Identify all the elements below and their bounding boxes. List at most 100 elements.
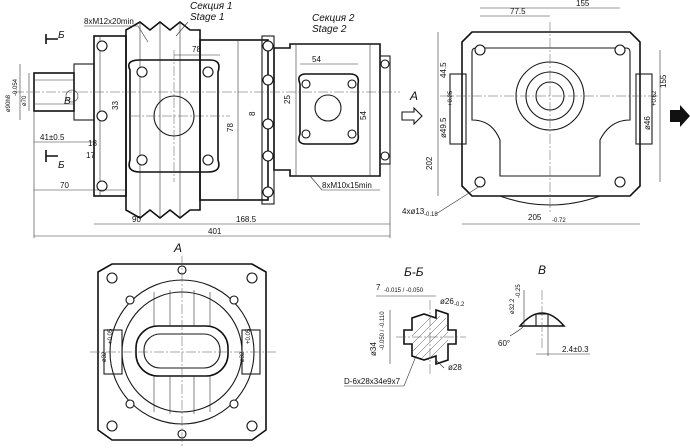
d78a-label: 78 bbox=[192, 45, 201, 54]
mount-hole-icon bbox=[614, 176, 626, 188]
chamfer-profile bbox=[518, 312, 566, 327]
bolt-icon bbox=[125, 399, 135, 409]
d41-label: 41±0.5 bbox=[40, 133, 65, 142]
rear-cap bbox=[379, 55, 391, 165]
bolt-icon bbox=[246, 272, 258, 284]
bolt-icon bbox=[136, 154, 148, 166]
section1-ru-label: Секция 1 bbox=[190, 1, 232, 12]
pump-side-view bbox=[14, 20, 400, 220]
d33-label: 33 bbox=[111, 101, 120, 110]
d8-label: 8 bbox=[248, 111, 257, 116]
stage1-port-flange bbox=[127, 59, 220, 173]
bolt-icon bbox=[202, 66, 214, 78]
bb-28-label: ø28 bbox=[448, 363, 462, 372]
bolt-icon bbox=[262, 40, 274, 52]
d78b-label: 78 bbox=[226, 123, 235, 132]
bb-34-tol-label: -0.050 / -0.110 bbox=[380, 311, 386, 350]
bb-34-label: ø34 bbox=[369, 342, 378, 356]
bb-26-label: ø26 bbox=[440, 297, 454, 306]
view-a: A ø32 +0.05 ø32 +0.05 bbox=[90, 241, 276, 446]
holes-tol-label: -0.18 bbox=[424, 212, 438, 218]
d401-label: 401 bbox=[208, 227, 222, 236]
section2-en-label: Stage 2 bbox=[312, 24, 347, 35]
detail-v: В ø32.2 -0.25 60° 2.4±0.3 bbox=[498, 263, 590, 356]
bolt-icon bbox=[262, 118, 274, 130]
flow-arrow-icon bbox=[670, 105, 690, 127]
d155top-label: 155 bbox=[576, 0, 590, 8]
detail-v-title: В bbox=[538, 263, 546, 277]
bolt-icon bbox=[380, 59, 390, 69]
d205-label: 205 bbox=[528, 213, 542, 222]
side-port-right bbox=[635, 73, 653, 145]
d17-label: 17 bbox=[86, 151, 95, 160]
d44-label: 44.5 bbox=[439, 62, 448, 78]
bolt-icon bbox=[229, 399, 239, 409]
bolt-icon bbox=[262, 186, 274, 198]
section-bb: Б-Б 7 -0.015 / -0.050 ø26 -0.2 ø34 -0.05… bbox=[344, 265, 466, 387]
v-60-label: 60° bbox=[498, 339, 510, 348]
stage2-housing bbox=[273, 43, 381, 177]
bolt-icon bbox=[229, 295, 239, 305]
v-32-label: ø32.2 bbox=[510, 298, 516, 314]
bolt-icon bbox=[347, 129, 357, 139]
d70len-label: 70 bbox=[60, 181, 69, 190]
flange-bolt-icon bbox=[96, 180, 108, 192]
mount-hole-icon bbox=[474, 176, 486, 188]
end-flange bbox=[461, 31, 641, 197]
d205-tol-label: -0.72 bbox=[552, 218, 566, 224]
spline-shaft-section bbox=[403, 308, 457, 366]
bolt-icon bbox=[246, 420, 258, 432]
bolt-icon bbox=[347, 79, 357, 89]
cut-b-top-label: Б bbox=[58, 30, 65, 41]
thread-bottom-label: 8xM10x15min bbox=[322, 181, 372, 190]
d32b-label: ø32 bbox=[240, 351, 246, 362]
d49-label: ø49.5 bbox=[439, 117, 448, 138]
bolt-icon bbox=[380, 151, 390, 161]
bolt-icon bbox=[125, 295, 135, 305]
holes-label: 4xø13 bbox=[402, 207, 425, 216]
d32b-tol-label: +0.05 bbox=[246, 328, 252, 344]
bolt-icon bbox=[106, 272, 118, 284]
bolt-icon bbox=[262, 74, 274, 86]
d168-label: 168.5 bbox=[236, 215, 257, 224]
section1-en-label: Stage 1 bbox=[190, 12, 224, 23]
d49-tol-label: +0.25 bbox=[448, 90, 454, 106]
bolt-icon bbox=[262, 150, 274, 162]
d25-label: 25 bbox=[283, 95, 292, 104]
bb-7-label: 7 bbox=[376, 283, 381, 292]
flange-bolt-icon bbox=[96, 110, 108, 122]
section-bb-title: Б-Б bbox=[404, 265, 424, 279]
bolt-icon bbox=[301, 79, 311, 89]
d18-label: 18 bbox=[88, 139, 97, 148]
stage2-port-flange bbox=[298, 73, 360, 145]
bb-7-tol-label: -0.015 / -0.050 bbox=[384, 288, 424, 294]
d77-label: 77.5 bbox=[510, 7, 526, 16]
view-a-arrow-icon bbox=[401, 106, 423, 126]
view-a-flange bbox=[97, 263, 267, 441]
v-32-tol-label: -0.25 bbox=[516, 284, 522, 298]
end-body-outline bbox=[471, 47, 631, 177]
d32a-tol-label: +0.05 bbox=[108, 328, 114, 344]
d46-tol-label: +0.62 bbox=[652, 90, 658, 106]
section2-ru-label: Секция 2 bbox=[312, 13, 355, 24]
end-view-annotations: 155 77.5 44.5 ø49.5 +0.25 202 ø46 +0.62 … bbox=[402, 0, 668, 225]
bb-26-tol-label: -0.2 bbox=[454, 302, 465, 308]
d54b-label: 54 bbox=[359, 111, 368, 120]
cut-b-bottom-label: Б bbox=[58, 160, 65, 171]
bb-spline-label: D-6x28x34e9x7 bbox=[344, 377, 401, 386]
detail-v-label: В bbox=[64, 96, 71, 107]
d70-label: ø70 bbox=[22, 95, 28, 106]
d90-label: 90 bbox=[132, 215, 141, 224]
mount-hole-icon bbox=[614, 44, 626, 56]
shaft-diameter-label: ø90h8 bbox=[6, 94, 12, 112]
bolt-icon bbox=[202, 154, 214, 166]
d54a-label: 54 bbox=[312, 55, 321, 64]
bolt-icon bbox=[106, 420, 118, 432]
middle-body bbox=[199, 39, 269, 201]
v-24-label: 2.4±0.3 bbox=[562, 345, 589, 354]
flange-bolt-icon bbox=[96, 40, 108, 52]
bolt-icon bbox=[301, 129, 311, 139]
stage1-housing bbox=[125, 20, 201, 220]
mount-hole-icon bbox=[474, 44, 486, 56]
